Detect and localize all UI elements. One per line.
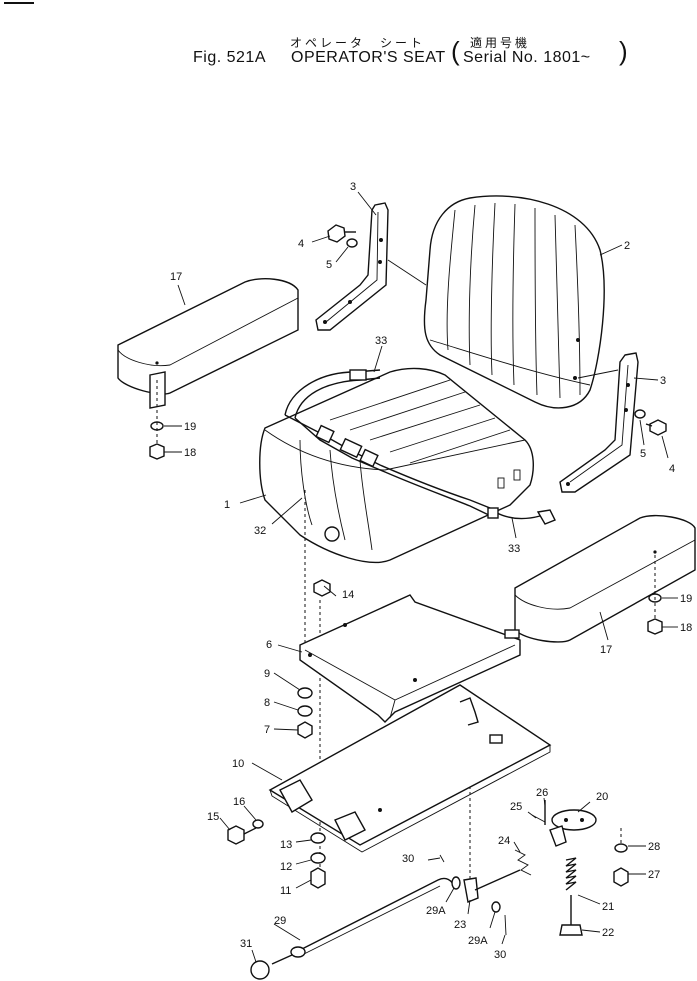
callout-7: 7 (264, 724, 270, 736)
nut-7 (297, 721, 313, 739)
bolt-washer-right (634, 409, 667, 436)
callout-1: 1 (224, 499, 230, 511)
title-japanese: オペレータ シート (290, 36, 426, 50)
corner-mark (4, 2, 34, 4)
callouts: 3 4 5 2 3 5 4 17 19 18 33 1 32 33 19 18 … (164, 181, 692, 963)
latch-23 (463, 877, 479, 903)
backrest-bracket-left (315, 202, 389, 331)
callout-25: 25 (510, 801, 522, 813)
callout-20: 20 (596, 791, 608, 803)
callout-11: 11 (280, 885, 291, 897)
bolt-15-shank (243, 827, 257, 835)
nut-14 (313, 579, 331, 597)
callout-18-left: 18 (184, 447, 196, 459)
bolt-18-right (647, 618, 663, 635)
callout-16: 16 (233, 796, 245, 808)
washer-16 (252, 819, 264, 829)
seat-cushion (259, 367, 534, 564)
seat-belt (284, 369, 556, 525)
callout-24: 24 (498, 835, 510, 847)
page-header: オペレータ シート 適用号機 Fig. 521A OPERATOR'S SEAT… (0, 0, 697, 80)
callout-2: 2 (624, 240, 630, 252)
armrest-right (514, 514, 696, 643)
callout-17-right: 17 (600, 644, 612, 656)
latch-link (474, 869, 521, 891)
clip-29A-lower (491, 901, 501, 913)
callout-27: 27 (648, 869, 660, 881)
seat-frame (299, 594, 521, 723)
callout-33-top: 33 (375, 335, 387, 347)
adjuster-lever-rod (271, 877, 456, 965)
callout-23: 23 (454, 919, 466, 931)
callout-13: 13 (280, 839, 292, 851)
callout-31: 31 (240, 938, 252, 950)
callout-29A-lower: 29A (468, 935, 488, 947)
clip-29A-upper (451, 876, 461, 890)
callout-10: 10 (232, 758, 244, 770)
callout-9: 9 (264, 668, 270, 680)
washer-13 (310, 832, 326, 844)
lockwasher-8 (297, 705, 313, 717)
backrest-bracket-right (559, 352, 639, 493)
armrest-left (117, 278, 299, 409)
callout-29A-upper: 29A (426, 905, 446, 917)
callout-33-bottom: 33 (508, 543, 520, 555)
callout-12: 12 (280, 861, 292, 873)
callout-3-right: 3 (660, 375, 666, 387)
figure-number: Fig. 521A (193, 49, 266, 66)
callout-19-left: 19 (184, 421, 196, 433)
bolt-15 (227, 825, 245, 845)
bolt-washer-left (327, 224, 358, 248)
right-paren: ) (619, 36, 629, 66)
callout-5-right: 5 (640, 448, 646, 460)
callout-4-left: 4 (298, 238, 304, 250)
callout-26: 26 (536, 787, 548, 799)
callout-30-upper: 30 (402, 853, 414, 865)
pin-30 (439, 854, 507, 936)
callout-4-right: 4 (669, 463, 675, 475)
callout-14: 14 (342, 589, 354, 601)
callout-5-left: 5 (326, 259, 332, 271)
callout-28: 28 (648, 841, 660, 853)
callout-22: 22 (602, 927, 614, 939)
backrest (423, 195, 605, 409)
serial-japanese: 適用号機 (470, 36, 531, 50)
callout-17-left: 17 (170, 271, 182, 283)
slide-rail-plate (268, 684, 552, 853)
lock-assembly (514, 800, 629, 936)
callout-29: 29 (274, 915, 286, 927)
washer-9 (297, 687, 313, 699)
callout-21: 21 (602, 901, 614, 913)
page-title: OPERATOR'S SEAT (291, 49, 446, 66)
callout-8: 8 (264, 697, 270, 709)
callout-18-right: 18 (680, 622, 692, 634)
callout-30-lower: 30 (494, 949, 506, 961)
callout-3-top: 3 (350, 181, 356, 193)
lever-knob-31 (250, 960, 270, 980)
left-paren: ( (451, 36, 461, 66)
lockwasher-12 (310, 852, 326, 864)
callout-32: 32 (254, 525, 266, 537)
bolt-11 (310, 867, 326, 889)
bolt-18-left (149, 443, 165, 460)
callout-15: 15 (207, 811, 219, 823)
callout-19-right: 19 (680, 593, 692, 605)
serial-range: Serial No. 1801~ (463, 49, 591, 66)
callout-6: 6 (266, 639, 272, 651)
